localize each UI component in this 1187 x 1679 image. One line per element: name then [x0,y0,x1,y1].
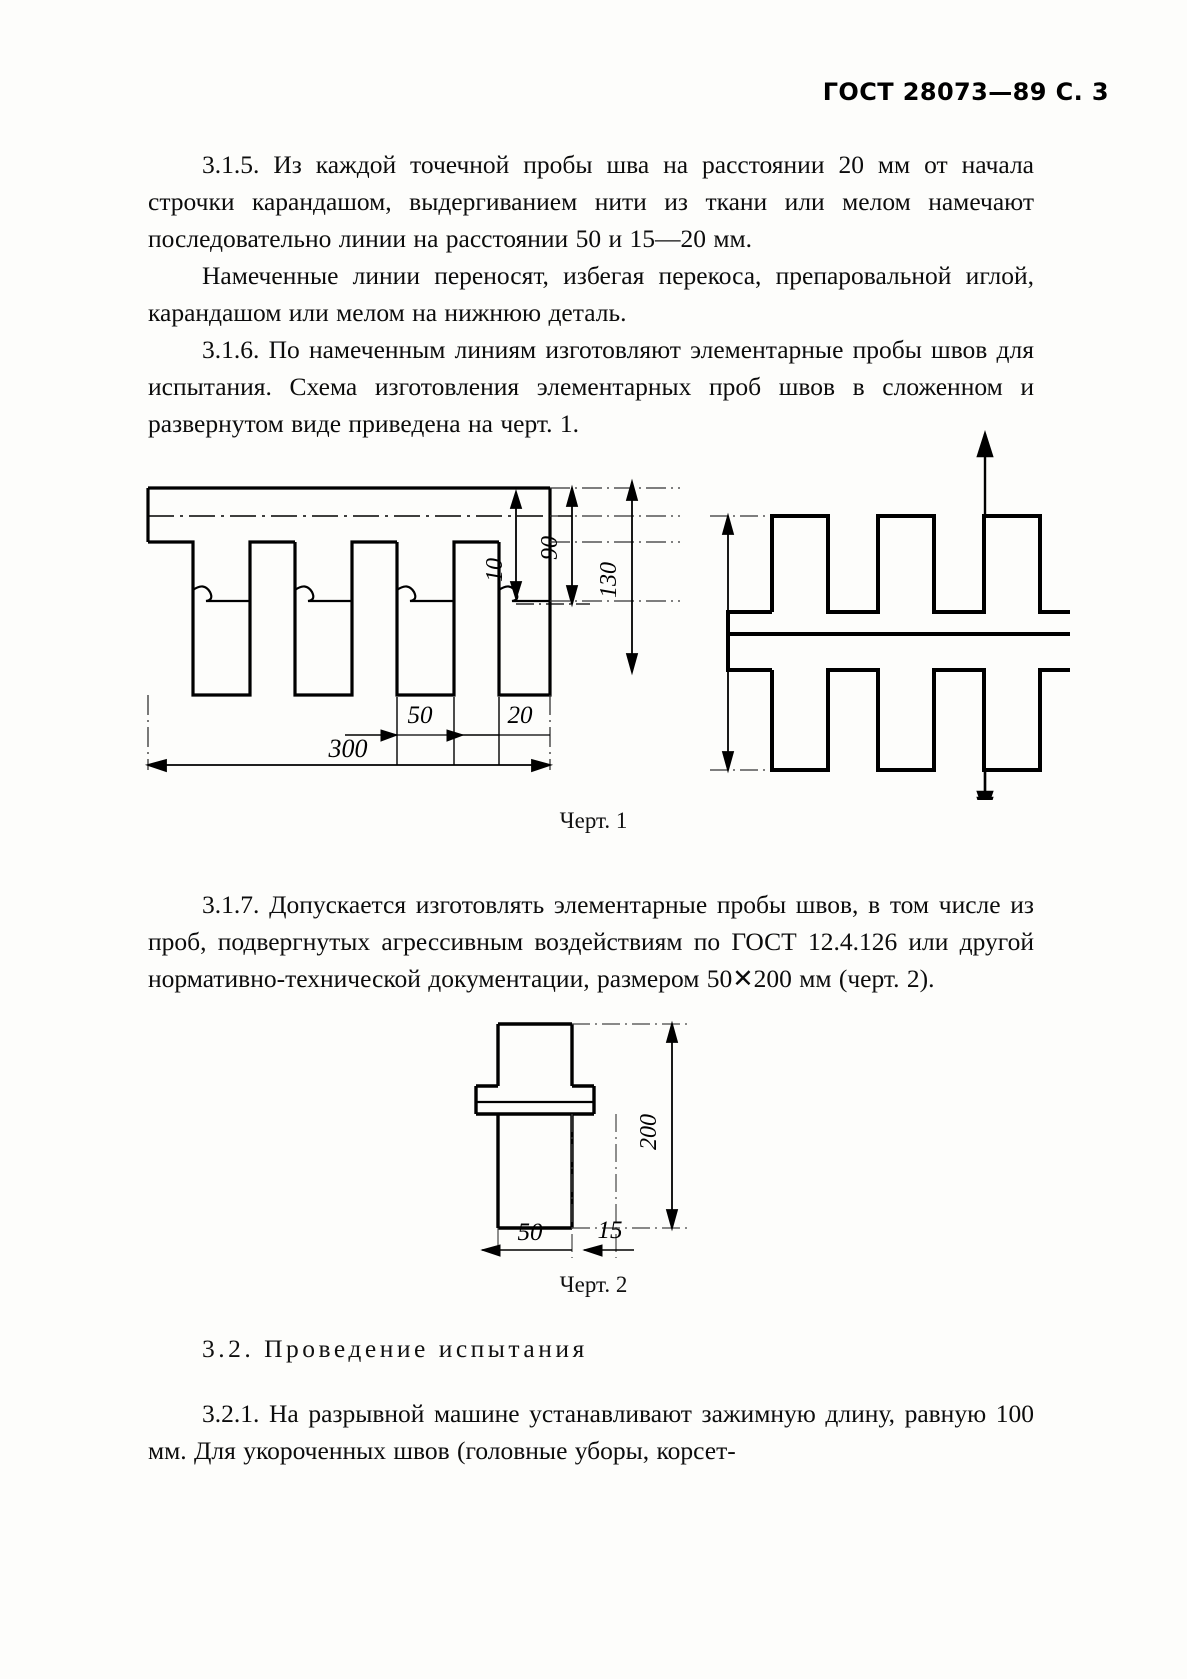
text-block-bottom: 3.2.1. На разрывной машине устанавливают… [148,1395,1034,1469]
dimension-130 [625,478,639,676]
tension-arrow-down [976,770,994,800]
dimension-130-label: 130 [596,562,622,598]
dimension-15-fig2-label: 15 [598,1217,623,1244]
unfolded-reference-lines [710,515,770,771]
text-block-top: 3.1.5. Из каждой точечной пробы шва на р… [148,146,1034,442]
dimension-50-15-group [480,1244,634,1257]
paragraph-3-1-6: 3.1.6. По намеченным линиям изготовляют … [148,335,1034,438]
tension-arrow-up [976,430,994,516]
paragraph-3-2-1: 3.2.1. На разрывной машине устанавливают… [148,1399,1034,1465]
dimension-10 [509,488,523,602]
dimension-20-label: 20 [508,702,534,729]
dimension-200-label: 200 [636,1114,662,1150]
figure-2-caption: Черт. 2 [559,1272,628,1297]
dimension-90 [516,484,590,608]
dimension-300 [144,758,554,773]
dimension-50-label: 50 [408,702,434,729]
paragraph-3-1-7: 3.1.7. Допускается изготовлять элементар… [148,890,1034,993]
figure-1-svg: 10 90 130 [144,430,1070,800]
figure-2-drawing: 200 50 15 [420,1010,770,1260]
dimension-300-label: 300 [328,734,368,763]
unfolded-height-dimension [721,512,735,774]
dimension-90-label: 90 [537,536,563,560]
section-heading-label: 3.2. Проведение испытания [202,1334,588,1363]
dimension-50-fig2-label: 50 [518,1219,544,1246]
dimension-50-20-group [345,697,550,765]
paragraph-marked-lines: Намеченные линии переносят, избегая пере… [148,261,1034,327]
figure-1-caption: Черт. 1 [559,808,628,833]
paragraph-3-1-5: 3.1.5. Из каждой точечной пробы шва на р… [148,150,1034,253]
figure-2-svg: 200 50 15 [474,1020,688,1258]
figure-1-folded-view [146,486,680,770]
figure-2-specimen [474,1022,596,1230]
text-block-middle: 3.1.7. Допускается изготовлять элементар… [148,886,1034,997]
page-header-standard-number: ГОСТ 28073—89 С. 3 [822,78,1109,106]
dimension-200 [665,1020,679,1232]
figure-1-drawing: 10 90 130 [120,420,1070,800]
section-heading-3-2: 3.2. Проведение испытания [148,1330,1034,1367]
dimension-10-label: 10 [482,558,508,582]
figure-1-unfolded-view [726,514,1070,772]
